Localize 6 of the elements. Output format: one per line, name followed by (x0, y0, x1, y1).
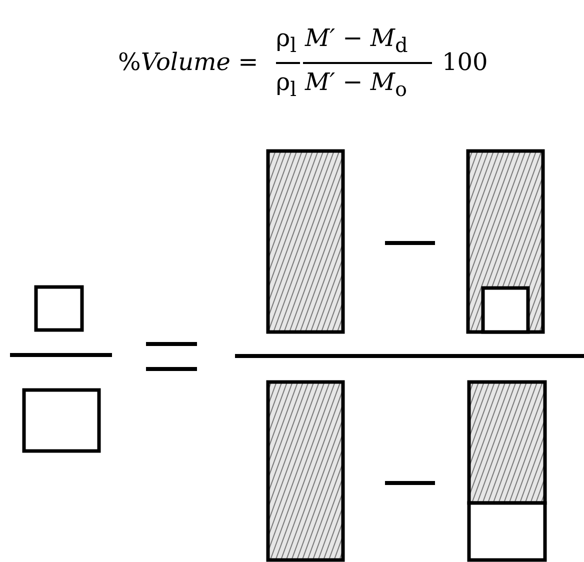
formula-text: %Volume = (118, 50, 258, 74)
formula-text: M′ − M$_{o}$ (305, 70, 408, 99)
formula-number: 100 (442, 50, 488, 74)
formula-symbol: ρ$_{l}$ (276, 26, 297, 55)
formula-symbol: ρ$_{l}$ (276, 70, 297, 99)
formula-text: M′ − M$_{d}$ (305, 26, 408, 55)
